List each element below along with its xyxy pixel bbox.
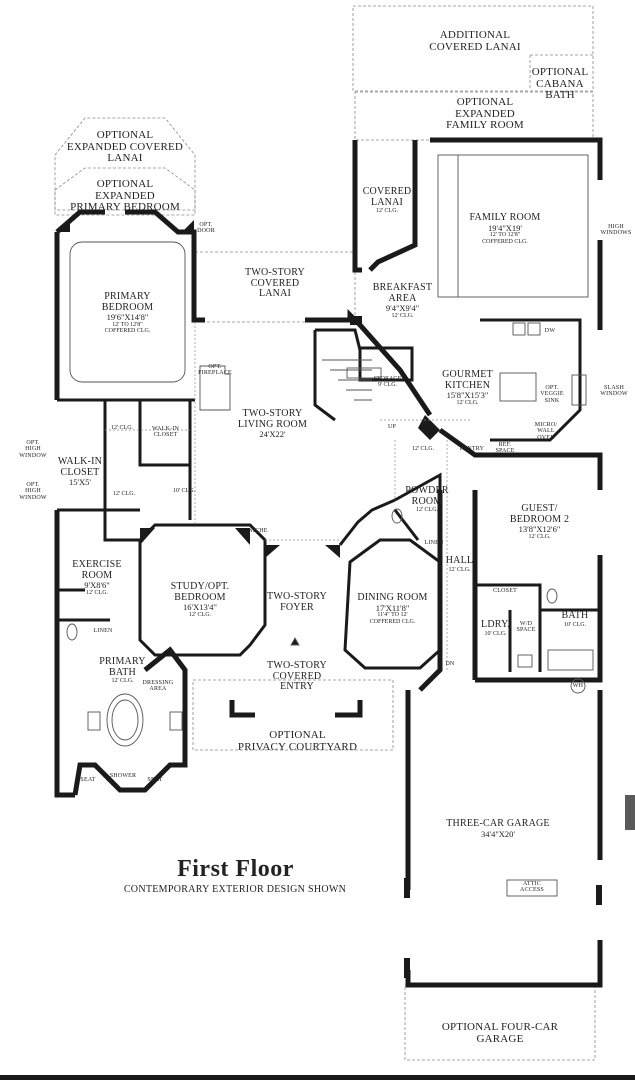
opt-fireplace-note: OPT.FIREPLACE xyxy=(198,364,232,377)
closet-ceiling-note-2: 12' CLG. xyxy=(112,491,136,497)
linen-label-bath: LINEN xyxy=(93,628,113,634)
stair-down-label: DN xyxy=(445,661,455,667)
floor-title: First Floor xyxy=(177,856,294,882)
seat-right-label: SEAT xyxy=(147,777,163,783)
floor-subtitle: CONTEMPORARY EXTERIOR DESIGN SHOWN xyxy=(123,884,347,895)
laundry-label: LDRY.10' CLG. xyxy=(481,619,510,637)
shower-label: SHOWER xyxy=(109,773,137,779)
water-heater-label: WH xyxy=(572,683,584,689)
passages xyxy=(105,322,470,670)
ref-space-label: REF.SPACE xyxy=(495,442,515,455)
seat-left-label: SEAT xyxy=(80,777,96,783)
interior-walls xyxy=(57,318,600,672)
closet-ceiling-note-1: 12' CLG. xyxy=(110,425,134,431)
opt-door-note: OPT.DOOR xyxy=(197,222,215,235)
scrollbar-thumb[interactable] xyxy=(625,795,635,830)
garage-piers xyxy=(404,878,602,978)
dishwasher-label: DW xyxy=(544,328,556,334)
bottom-rule xyxy=(0,1075,635,1080)
wall-corners xyxy=(57,220,440,558)
linen-label-powder: LINEN xyxy=(424,540,444,546)
pantry-label: PANTRY xyxy=(459,446,485,452)
closet-ceiling-note-3: 10' CLG. xyxy=(172,488,196,494)
niche-label: NICHE xyxy=(248,528,268,534)
fixtures xyxy=(66,154,594,897)
stair-up-label: UP xyxy=(387,424,397,430)
living-ceiling-note: 12' CLG. xyxy=(411,446,435,452)
closet-label: CLOSET xyxy=(493,588,517,594)
